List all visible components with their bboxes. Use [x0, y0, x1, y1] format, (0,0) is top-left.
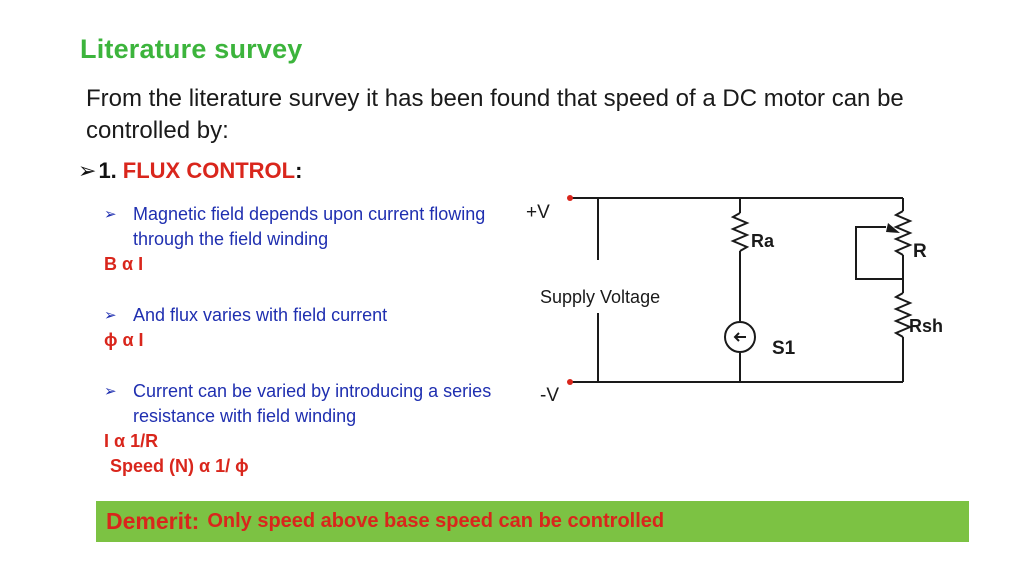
- r-resistor: [893, 210, 913, 256]
- formula: I α 1/R: [104, 431, 159, 451]
- demerit-text: Only speed above base speed can be contr…: [207, 510, 665, 532]
- shunt-motor-circuit-diagram: +V -V Supply Voltage Ra R Rsh S1: [526, 195, 943, 406]
- bullet-text: Magnetic field depends upon current flow…: [133, 204, 486, 249]
- rheostat-loop: [855, 226, 903, 280]
- motor-label: S1: [772, 338, 796, 359]
- section-colon: :: [295, 158, 303, 183]
- ra-resistor: [730, 212, 750, 252]
- demerit-label: Demerit:: [106, 508, 200, 534]
- slide-title: Literature survey: [80, 34, 303, 64]
- formula: Speed (N) α 1/ ϕ: [110, 456, 249, 476]
- minus-label: -V: [540, 385, 559, 406]
- formula: B α I: [104, 254, 144, 274]
- arrow-bullet-icon: ➢: [104, 307, 117, 324]
- motor-symbol: [724, 321, 756, 353]
- section-number: 1.: [98, 158, 117, 183]
- arrow-bullet-icon: ➢: [104, 383, 117, 400]
- rsh-resistor: [893, 292, 913, 338]
- supply-voltage-label: Supply Voltage: [540, 287, 660, 307]
- bullet-list: ➢ Magnetic field depends upon current fl…: [104, 202, 504, 479]
- bullet-item: ➢ And flux varies with field current: [104, 303, 504, 328]
- arrow-bullet-icon: ➢: [78, 158, 97, 183]
- demerit-banner: Demerit: Only speed above base speed can…: [96, 501, 969, 542]
- wiper-arrow-icon: [886, 223, 900, 233]
- formula: ϕ α I: [104, 330, 144, 350]
- rsh-label: Rsh: [909, 316, 943, 336]
- section-heading: ➢ 1. FLUX CONTROL :: [78, 158, 302, 184]
- intro-paragraph: From the literature survey it has been f…: [86, 85, 904, 144]
- bullet-item: ➢ Current can be varied by introducing a…: [104, 379, 504, 429]
- bullet-text: Current can be varied by introducing a s…: [133, 381, 492, 426]
- arrow-bullet-icon: ➢: [104, 206, 117, 223]
- positive-terminal-icon: [567, 195, 573, 201]
- bullet-text: And flux varies with field current: [133, 305, 388, 325]
- ra-label: Ra: [751, 231, 775, 251]
- negative-terminal-icon: [567, 379, 573, 385]
- bullet-item: ➢ Magnetic field depends upon current fl…: [104, 202, 504, 252]
- r-label: R: [913, 241, 927, 262]
- section-name: FLUX CONTROL: [122, 158, 296, 183]
- plus-label: +V: [526, 202, 550, 223]
